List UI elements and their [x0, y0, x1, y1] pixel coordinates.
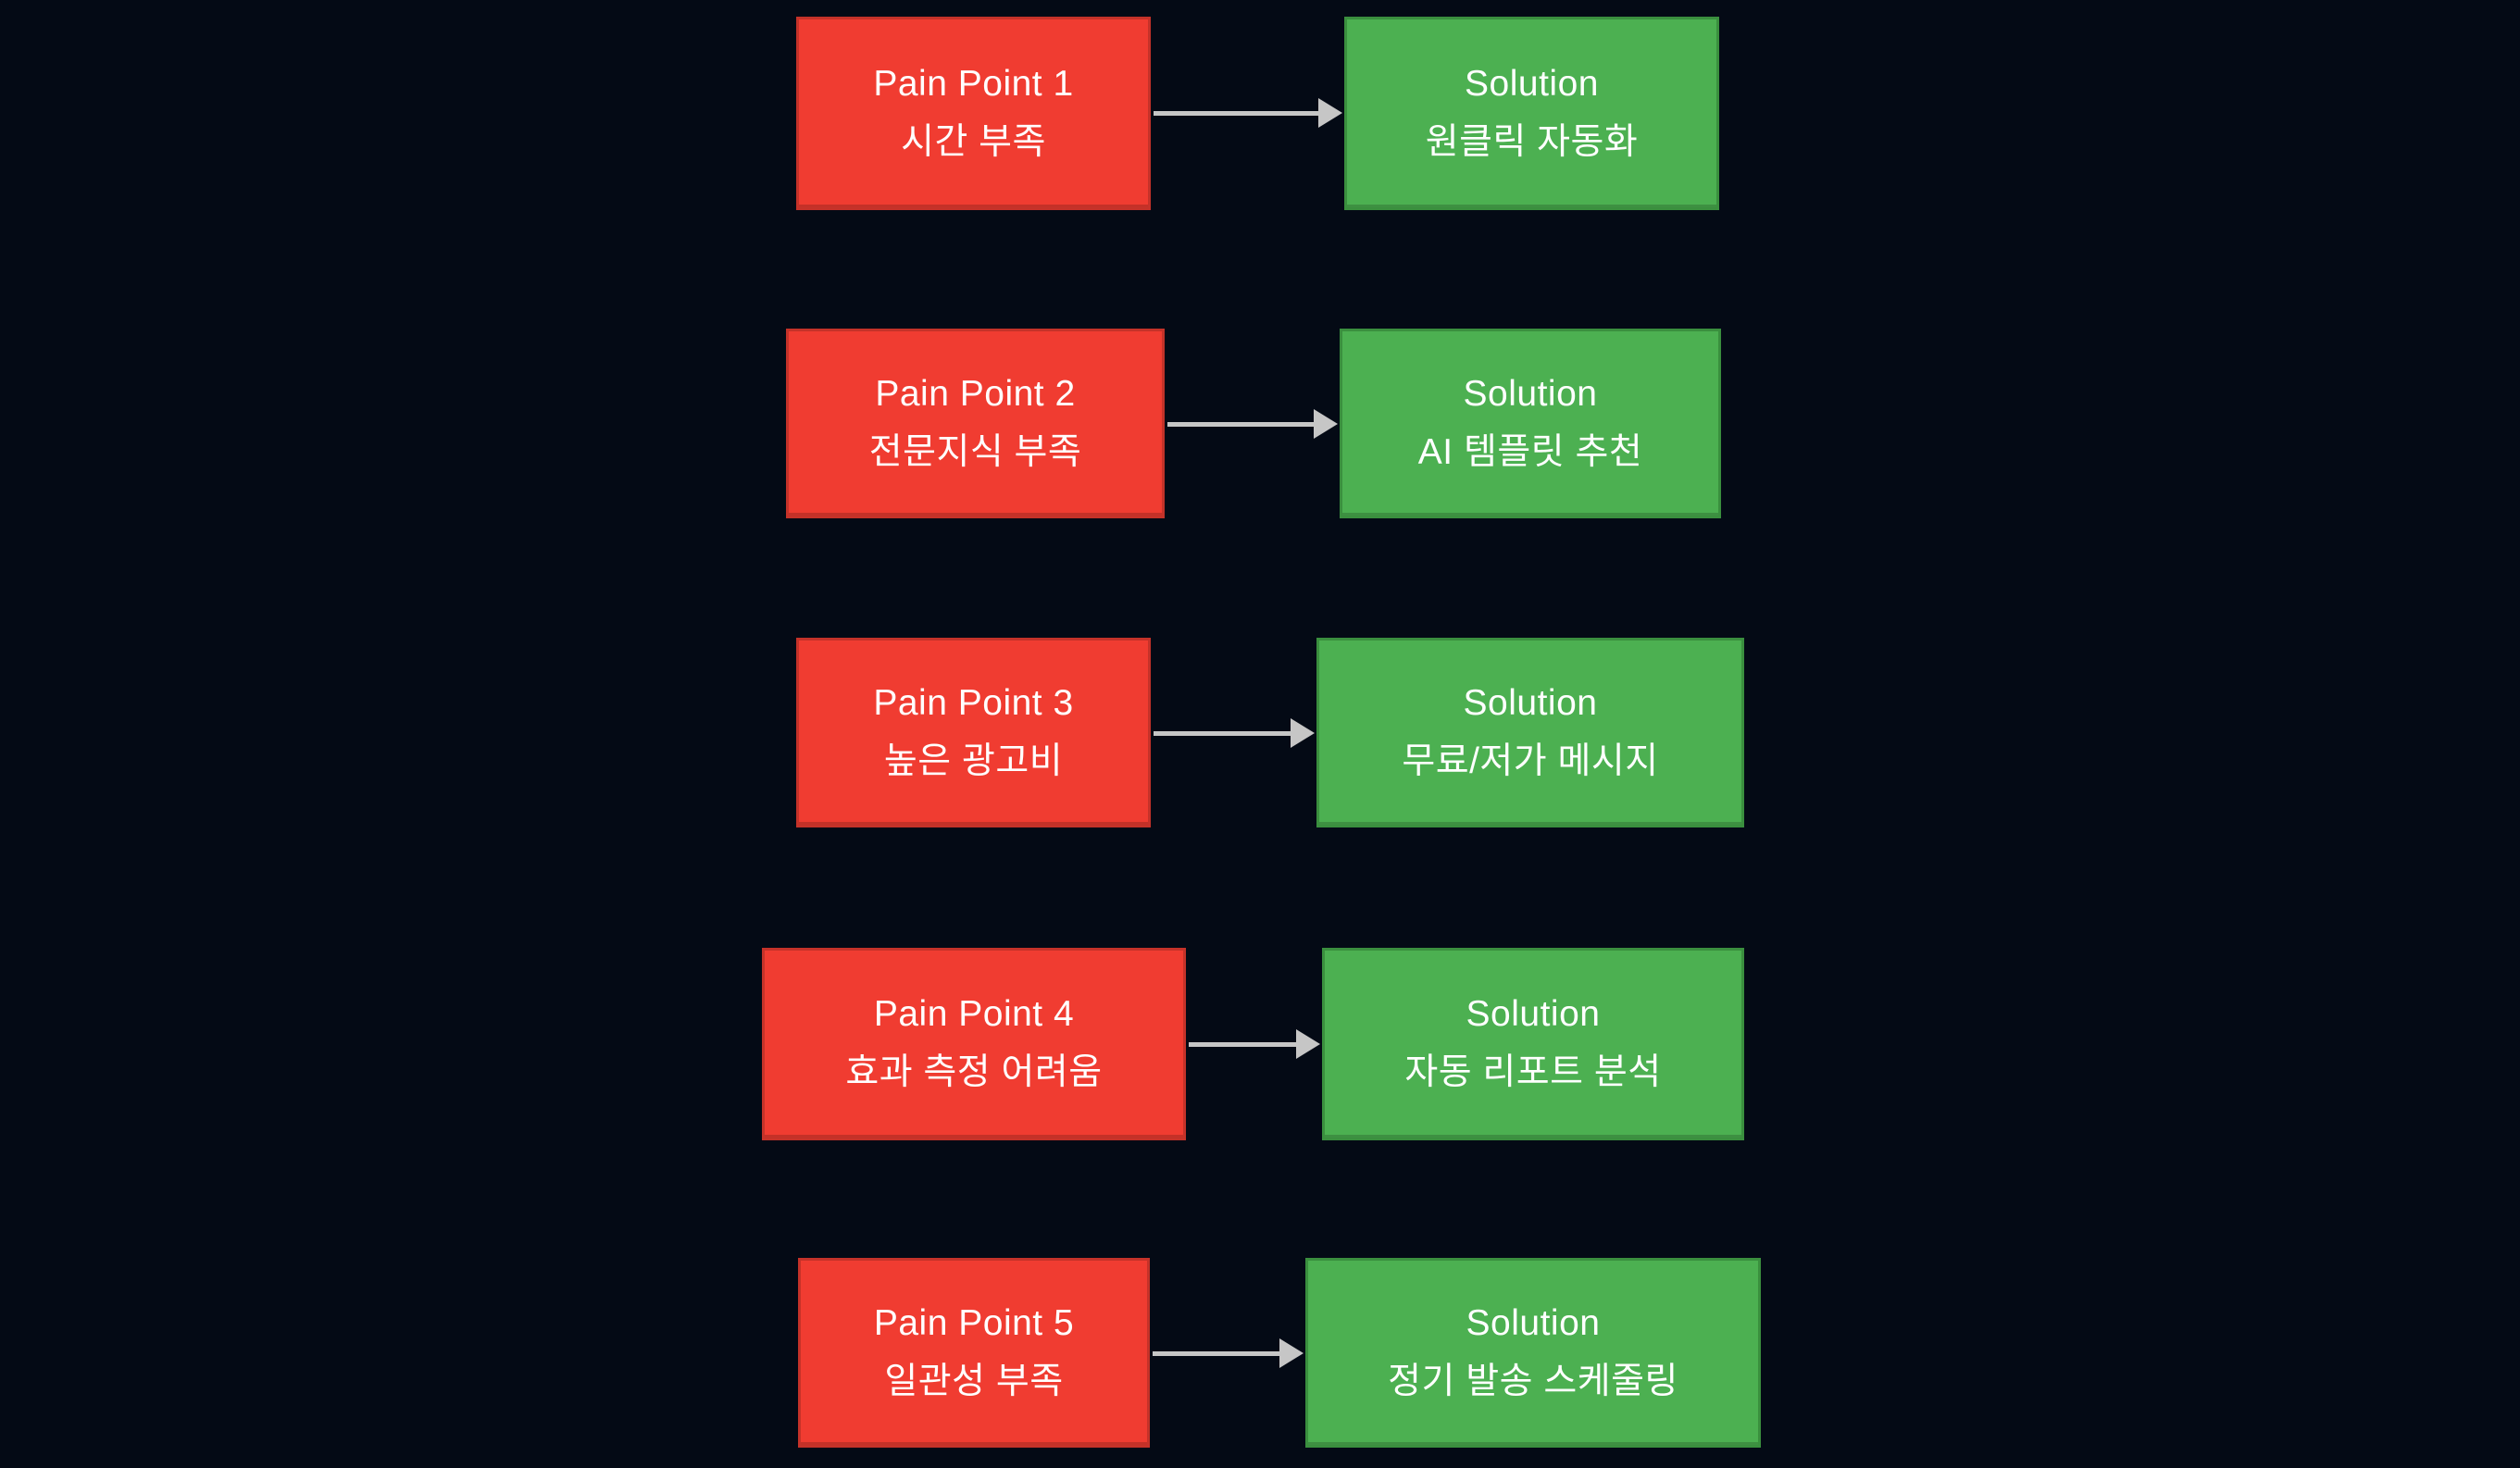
pain-point-title: Pain Point 2 — [875, 373, 1076, 414]
arrow-shaft — [1189, 1041, 1296, 1047]
arrow-shaft — [1154, 110, 1318, 116]
pain-point-title: Pain Point 4 — [873, 994, 1075, 1035]
pain-point-box-1: Pain Point 1 시간 부족 — [796, 17, 1151, 210]
arrow-shaft — [1153, 1350, 1279, 1356]
arrow-right-icon — [1167, 409, 1338, 439]
pain-point-title: Pain Point 1 — [873, 63, 1074, 104]
solution-box-2: Solution AI 템플릿 추천 — [1340, 329, 1721, 518]
pain-point-title: Pain Point 3 — [873, 682, 1074, 723]
arrow-shaft — [1167, 421, 1314, 427]
pain-point-detail: 시간 부족 — [901, 121, 1046, 162]
arrow-head — [1279, 1338, 1304, 1368]
solution-box-5: Solution 정기 발송 스케줄링 — [1305, 1258, 1761, 1448]
arrow-head — [1318, 98, 1342, 128]
solution-box-4: Solution 자동 리포트 분석 — [1322, 948, 1744, 1140]
solution-detail: 무료/저가 메시지 — [1402, 740, 1659, 781]
pain-point-detail: 일관성 부족 — [884, 1361, 1064, 1401]
solution-title: Solution — [1463, 373, 1598, 414]
solution-detail: AI 템플릿 추천 — [1417, 431, 1643, 472]
solution-detail: 자동 리포트 분석 — [1404, 1052, 1662, 1092]
pain-point-detail: 효과 측정 어려움 — [845, 1052, 1103, 1092]
arrow-shaft — [1154, 730, 1291, 736]
pain-point-detail: 전문지식 부족 — [868, 431, 1082, 472]
arrow-right-icon — [1154, 718, 1315, 748]
pain-point-box-4: Pain Point 4 효과 측정 어려움 — [762, 948, 1186, 1140]
solution-detail: 정기 발송 스케줄링 — [1388, 1361, 1678, 1401]
arrow-right-icon — [1154, 98, 1342, 128]
arrow-head — [1296, 1029, 1320, 1059]
pain-point-box-5: Pain Point 5 일관성 부족 — [798, 1258, 1150, 1448]
solution-title: Solution — [1465, 63, 1599, 104]
arrow-right-icon — [1153, 1338, 1304, 1368]
pain-point-box-3: Pain Point 3 높은 광고비 — [796, 638, 1151, 827]
solution-title: Solution — [1466, 1302, 1601, 1343]
arrow-right-icon — [1189, 1029, 1320, 1059]
arrow-head — [1291, 718, 1315, 748]
pain-point-detail: 높은 광고비 — [883, 740, 1064, 781]
solution-box-1: Solution 원클릭 자동화 — [1344, 17, 1719, 210]
pain-point-box-2: Pain Point 2 전문지식 부족 — [786, 329, 1165, 518]
arrow-head — [1314, 409, 1338, 439]
pain-point-title: Pain Point 5 — [873, 1302, 1075, 1343]
solution-detail: 원클릭 자동화 — [1425, 121, 1639, 162]
solution-title: Solution — [1463, 682, 1598, 723]
solution-box-3: Solution 무료/저가 메시지 — [1316, 638, 1744, 827]
solution-title: Solution — [1466, 994, 1601, 1035]
